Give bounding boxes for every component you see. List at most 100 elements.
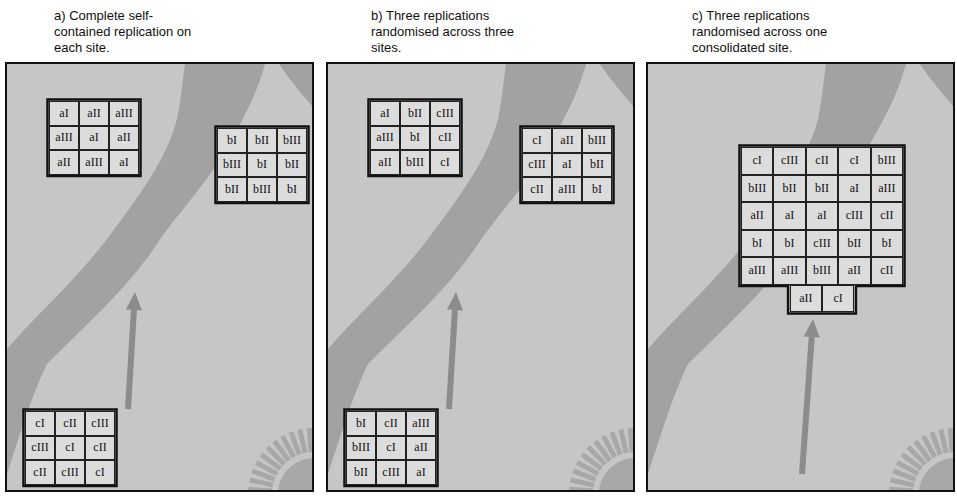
- panel-caption: a) Complete self-contained replication o…: [54, 8, 204, 56]
- treatment-label: bII: [847, 236, 861, 251]
- plot-cell: aI: [79, 126, 109, 151]
- plot-cell: bII: [838, 230, 870, 258]
- plot-cell: aI: [109, 150, 139, 175]
- plot-grid-outline: [216, 127, 309, 204]
- plot-cell: cI: [55, 436, 85, 461]
- treatment-label: aIII: [749, 263, 766, 278]
- plot-cell: bII: [400, 101, 430, 126]
- treatment-label: cI: [753, 153, 762, 168]
- treatment-label: cIII: [382, 465, 399, 480]
- plot-grid-outline: [521, 127, 614, 204]
- plot-cell: cIII: [806, 230, 838, 258]
- treatment-label: aII: [117, 130, 130, 145]
- plot-cell: cI: [25, 411, 55, 436]
- plot-cell: aII: [552, 128, 582, 153]
- treatment-label: cIII: [91, 416, 108, 431]
- plot-cell: cIII: [376, 460, 406, 485]
- plot-cell: bIII: [741, 175, 773, 203]
- treatment-label: aIII: [878, 181, 895, 196]
- treatment-label: bI: [287, 182, 297, 197]
- direction-arrow: [802, 337, 812, 474]
- treatment-label: bI: [227, 133, 237, 148]
- treatment-label: cIII: [846, 208, 863, 223]
- plot-grid-outline: [369, 100, 462, 177]
- plot-cell: cII: [871, 202, 903, 230]
- treatment-label: bII: [783, 181, 797, 196]
- treatment-label: cII: [530, 182, 543, 197]
- treatment-label: bII: [590, 157, 604, 172]
- treatment-label: bIII: [813, 263, 831, 278]
- treatment-label: aI: [380, 106, 389, 121]
- plot-cell: bII: [247, 128, 277, 153]
- plot-cell: aI: [773, 202, 805, 230]
- treatment-label: bIII: [283, 133, 301, 148]
- treatment-label: aII: [560, 133, 573, 148]
- treatment-label: bI: [592, 182, 602, 197]
- treatment-label: cI: [850, 153, 859, 168]
- treatment-label: aII: [57, 155, 70, 170]
- sun: [248, 428, 312, 490]
- treatment-label: bI: [752, 236, 762, 251]
- plot-cell: aIII: [49, 126, 79, 151]
- plot-cell: cII: [522, 177, 552, 202]
- treatment-label: aI: [119, 155, 128, 170]
- plot-cell: bIII: [217, 153, 247, 178]
- plot-cell: bI: [400, 126, 430, 151]
- treatment-label: aI: [416, 465, 425, 480]
- treatment-label: cI: [35, 416, 44, 431]
- plot-cell: cIII: [25, 436, 55, 461]
- treatment-label: bII: [255, 133, 269, 148]
- plot-cell: cIII: [522, 153, 552, 178]
- plot-cell: bIII: [806, 257, 838, 285]
- treatment-label: bIII: [223, 157, 241, 172]
- plot-cell: cII: [25, 460, 55, 485]
- treatment-label: cII: [880, 208, 893, 223]
- treatment-label: bII: [285, 157, 299, 172]
- treatment-label: aI: [89, 130, 98, 145]
- plot-cell: cIII: [430, 101, 460, 126]
- plot-cell: bIII: [346, 436, 376, 461]
- plot-cell: aIII: [773, 257, 805, 285]
- plot-cell: aIII: [871, 175, 903, 203]
- treatment-label: aII: [848, 263, 861, 278]
- treatment-label: aIII: [376, 130, 393, 145]
- treatment-label: aI: [562, 157, 571, 172]
- plot-cell: bII: [806, 175, 838, 203]
- plot-cell: cII: [55, 411, 85, 436]
- plot-cell: bII: [773, 175, 805, 203]
- plot-grid-outline: [345, 410, 438, 487]
- plot-cell: aIII: [109, 101, 139, 126]
- treatment-label: cI: [532, 133, 541, 148]
- treatment-label: cII: [438, 130, 451, 145]
- arrow-head: [804, 319, 820, 338]
- treatment-label: cII: [880, 263, 893, 278]
- plot-cell: aI: [370, 101, 400, 126]
- plot-cell: aIII: [552, 177, 582, 202]
- panel-caption: b) Three replications randomised across …: [371, 8, 521, 56]
- plot-cell: aII: [838, 257, 870, 285]
- treatment-label: bII: [408, 106, 422, 121]
- treatment-label: bII: [354, 465, 368, 480]
- treatment-label: aII: [378, 155, 391, 170]
- treatment-label: aII: [87, 106, 100, 121]
- plot-cell: bII: [582, 153, 612, 178]
- treatment-label: cII: [63, 416, 76, 431]
- treatment-label: cIII: [31, 440, 48, 455]
- plot-cell: aI: [406, 460, 436, 485]
- plot-cell: cII: [430, 126, 460, 151]
- plot-grid-outline: [740, 146, 905, 287]
- plot-cell: aIII: [741, 257, 773, 285]
- plot-cell: cIII: [85, 411, 115, 436]
- treatment-label: cIII: [528, 157, 545, 172]
- plot-cell: bI: [247, 153, 277, 178]
- treatment-label: aIII: [115, 106, 132, 121]
- plot-cell: aI: [552, 153, 582, 178]
- plot-cell: cI: [430, 150, 460, 175]
- plot-cell: cI: [522, 128, 552, 153]
- treatment-label: bII: [225, 182, 239, 197]
- treatment-label: cIII: [781, 153, 798, 168]
- ground: [648, 64, 953, 490]
- treatment-label: cII: [815, 153, 828, 168]
- plot-cell: bIII: [582, 128, 612, 153]
- plot-grid-outline: [788, 283, 856, 314]
